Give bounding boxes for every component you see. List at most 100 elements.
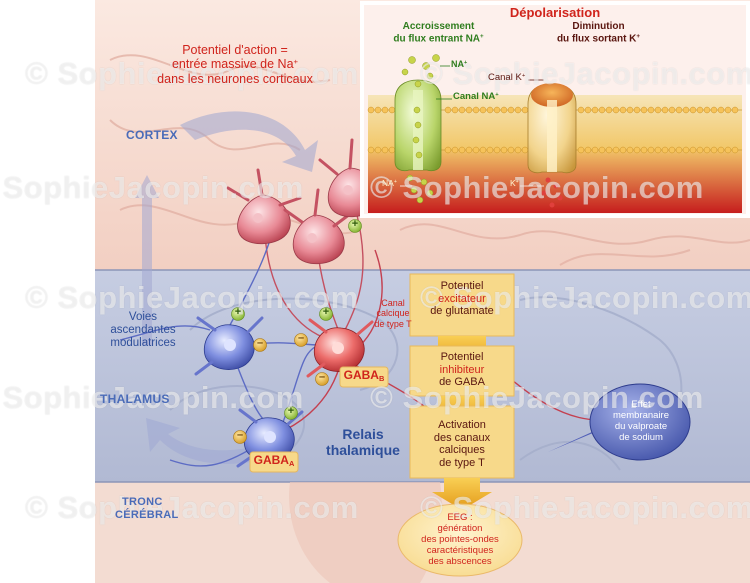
na-ion-bottom-label: NA+ <box>382 178 397 188</box>
cortex-label: CORTEX <box>126 128 178 142</box>
lipid-head <box>661 106 669 114</box>
lipid-head <box>717 146 725 154</box>
ap-line1: Potentiel d'action = <box>182 43 288 57</box>
thalamus-label: THALAMUS <box>100 392 170 406</box>
lipid-head <box>703 106 711 114</box>
relais-thalamique-label: Relais thalamique <box>326 426 400 459</box>
lipid-head <box>451 106 459 114</box>
lipid-head <box>731 146 739 154</box>
inset-title: Dépolarisation <box>509 5 601 20</box>
lipid-head <box>717 106 725 114</box>
lipid-head <box>514 146 522 154</box>
lipid-head <box>514 106 522 114</box>
lipid-head <box>486 146 494 154</box>
lipid-head <box>444 106 452 114</box>
lipid-head <box>381 146 389 154</box>
lipid-head <box>654 106 662 114</box>
watermark-2: © SophieJacopin.com <box>420 56 750 91</box>
ap-line2: entrée massive de Na+ <box>171 57 299 72</box>
lipid-head <box>675 146 683 154</box>
lipid-head <box>374 146 382 154</box>
watermark-1: © SophieJacopin.com <box>25 56 359 91</box>
gaba-b-box <box>339 366 389 388</box>
lipid-head <box>472 146 480 154</box>
lipid-head <box>374 106 382 114</box>
lipid-head <box>500 106 508 114</box>
lipid-head <box>584 106 592 114</box>
tronc-label-2: CÉRÉBRAL <box>115 509 179 521</box>
cortical-neurons <box>226 138 390 265</box>
lipid-head <box>682 106 690 114</box>
lipid-head <box>486 106 494 114</box>
lipid-head <box>647 146 655 154</box>
lipid-head <box>388 106 396 114</box>
tronc-label-1: TRONC <box>122 496 163 508</box>
na-flux-title: Accroissement du flux entrant NA+ <box>393 21 484 44</box>
watermark-7: © SophieJacopin.com <box>0 380 304 415</box>
curved-arrow-cortex <box>180 111 318 172</box>
watermark-8: © SophieJacopin.com <box>370 380 704 415</box>
lipid-head <box>479 106 487 114</box>
minus-sign-3: – <box>318 371 326 383</box>
lipid-head <box>367 146 375 154</box>
gaba-a-label: GABAA <box>253 453 295 469</box>
lipid-head <box>668 106 676 114</box>
lipid-head <box>689 146 697 154</box>
lipid-head <box>458 146 466 154</box>
lipid-head <box>654 146 662 154</box>
lipid-head <box>598 146 606 154</box>
lipid-head <box>724 106 732 114</box>
plus-sign-3: + <box>322 306 330 318</box>
lipid-head <box>696 106 704 114</box>
action-potential-text: Potentiel d'action = entrée massive de N… <box>135 43 335 86</box>
lipid-head <box>689 106 697 114</box>
eeg-text: EEG : génération des pointes-ondes carac… <box>421 512 499 567</box>
watermark-9: © SophieJacopin.com <box>25 490 359 525</box>
watermark-6: © SophieJacopin.com <box>420 280 750 315</box>
lipid-head <box>605 106 613 114</box>
plus-sign-2: + <box>234 306 242 318</box>
lipid-head <box>619 106 627 114</box>
lipid-head <box>626 146 634 154</box>
lipid-head <box>682 146 690 154</box>
flow-box-gaba: Potentiel inhibiteur de GABA <box>439 351 485 389</box>
canal-na-label: Canal NA+ <box>453 91 499 103</box>
na-ion-top-label: NA+ <box>451 59 468 69</box>
flow-box-glutamate: Potentiel excitateur de glutamate <box>430 280 494 318</box>
lipid-head <box>703 146 711 154</box>
canal-k-label: Canal K+ <box>488 72 526 84</box>
lipid-head <box>521 106 529 114</box>
lipid-head <box>444 146 452 154</box>
lipid-head <box>675 106 683 114</box>
flow-box-calcium: Activation des canaux calciques de type … <box>433 419 491 469</box>
voies-ascendantes-label: Voies ascendantes modulatrices <box>110 311 176 350</box>
lipid-head <box>591 106 599 114</box>
lipid-head <box>465 106 473 114</box>
lipid-head <box>598 106 606 114</box>
watermark-3: © SophieJacopin.com <box>0 170 304 205</box>
canal-calcique-label: Canal calcique de type T <box>374 298 412 329</box>
lipid-head <box>479 146 487 154</box>
ap-line3: dans les neurones corticaux <box>157 71 313 86</box>
valproate-bubble <box>548 383 691 461</box>
lipid-head <box>507 146 515 154</box>
lipid-head <box>710 106 718 114</box>
watermark-4: © SophieJacopin.com <box>370 170 704 205</box>
plus-sign-1: + <box>351 218 359 230</box>
gaba-b-label: GABAB <box>343 368 385 384</box>
brainstem <box>289 482 442 583</box>
lipid-head <box>661 146 669 154</box>
lipid-head <box>640 146 648 154</box>
lipid-head <box>367 106 375 114</box>
lipid-head <box>493 106 501 114</box>
lipid-head <box>500 146 508 154</box>
lipid-head <box>507 106 515 114</box>
lipid-head <box>458 106 466 114</box>
lipid-head <box>381 106 389 114</box>
lipid-head <box>633 106 641 114</box>
depolarisation-inset <box>360 1 750 218</box>
lipid-head <box>612 106 620 114</box>
lipid-head <box>710 146 718 154</box>
watermark-5: © SophieJacopin.com <box>25 280 359 315</box>
lipid-head <box>605 146 613 154</box>
